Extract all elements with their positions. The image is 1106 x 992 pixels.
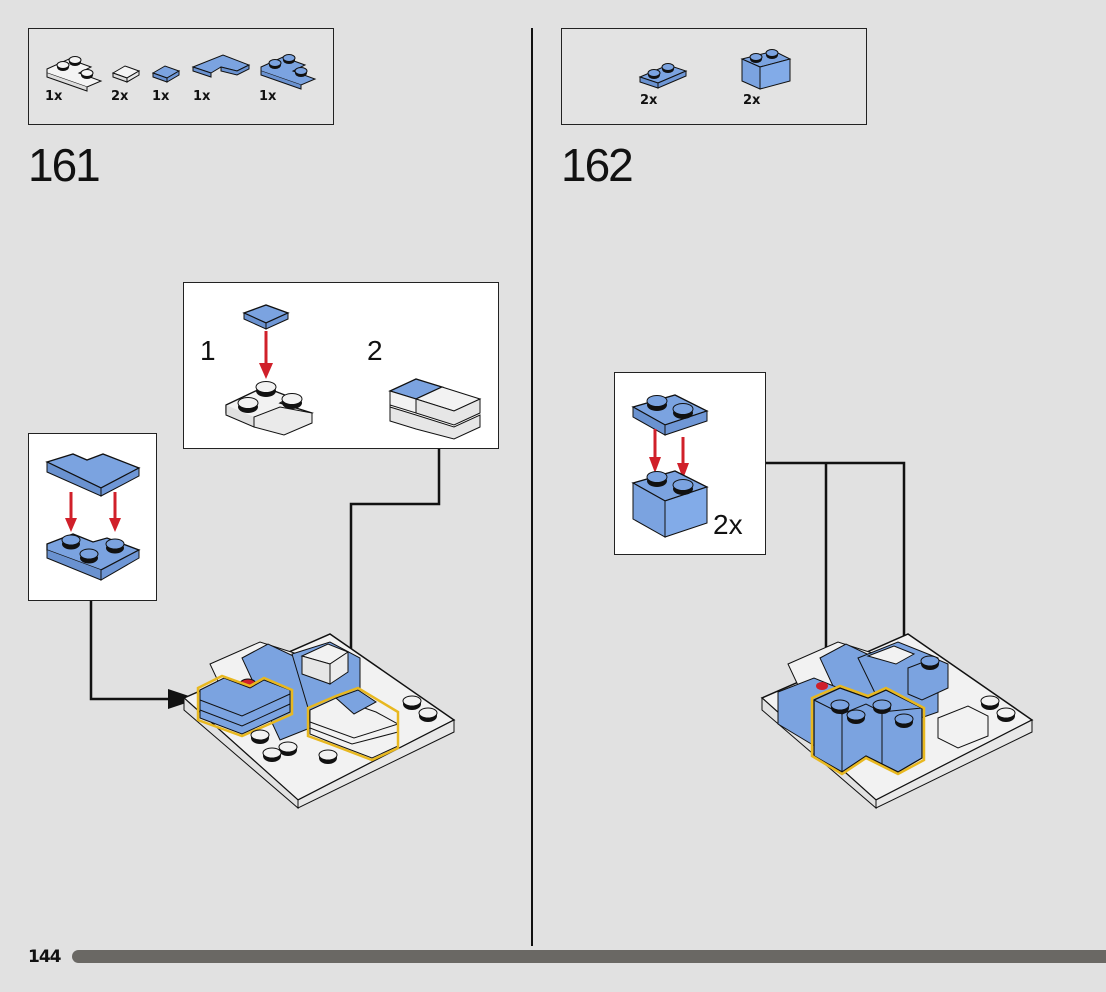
part-qty: 1x: [152, 89, 170, 104]
blue-plate-1x2-icon: [638, 63, 688, 89]
substep-number: 2: [367, 335, 383, 366]
white-corner-plate-icon: [46, 56, 103, 92]
step-162-subassembly: 2x: [614, 372, 766, 555]
part-qty: 2x: [640, 93, 658, 108]
white-tile-1x1-icon: [111, 65, 141, 83]
step-number: 162: [561, 139, 634, 191]
blue-corner-tile-icon: [191, 54, 251, 78]
part-qty: 2x: [743, 93, 761, 108]
part-qty: 1x: [45, 89, 63, 104]
substep-number: 1: [200, 335, 216, 366]
subassembly-build-illustration: [225, 304, 482, 440]
page-number: 144: [28, 947, 61, 967]
subassembly-multiplier: 2x: [713, 509, 743, 540]
step-number: 161: [28, 139, 101, 191]
page-progress-bar: [72, 950, 1106, 963]
part-qty: 2x: [111, 89, 129, 104]
blue-brick-1x2-icon: [740, 49, 792, 90]
step-161-subassembly-b: [28, 433, 157, 601]
blue-tile-1x1-icon: [151, 65, 181, 83]
step-161-parts-list: 1x 2x 1x 1x 1x: [28, 28, 334, 125]
step-161-model: [182, 633, 456, 810]
column-divider: [531, 28, 533, 946]
step-162-model: [760, 633, 1034, 810]
part-qty: 1x: [259, 89, 277, 104]
plate-on-brick-illustration: [631, 394, 709, 538]
corner-tile-on-plate-illustration: [45, 453, 141, 581]
step-161-subassembly-a: 1 2: [183, 282, 499, 449]
blue-corner-plate-icon: [260, 54, 317, 90]
part-qty: 1x: [193, 89, 211, 104]
step-162-parts-list: 2x 2x: [561, 28, 867, 125]
